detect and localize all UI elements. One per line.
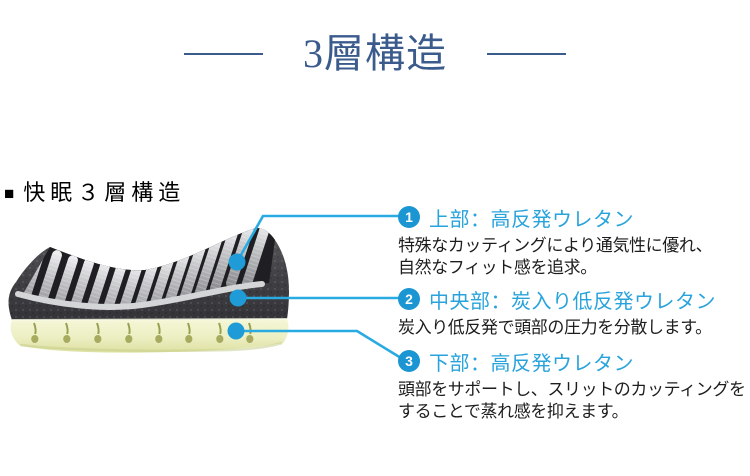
connector-line-3 bbox=[236, 329, 402, 360]
connector-lines bbox=[235, 214, 402, 360]
annotation-description-top: 特殊なカッティングにより通気性に優れ、 自然なフィット感を追求。 bbox=[398, 236, 713, 277]
foam-ridge bbox=[130, 260, 158, 306]
foam-slit bbox=[187, 322, 191, 335]
title-rule-right bbox=[487, 53, 566, 55]
foam-ridge bbox=[66, 258, 94, 306]
foam-slit bbox=[33, 322, 37, 335]
foam-slit-hole bbox=[63, 335, 71, 343]
foam-slit-hole bbox=[31, 335, 39, 343]
foam-slit-hole bbox=[185, 335, 193, 343]
annotation-head: 3 下部：高反発ウレタン bbox=[398, 348, 750, 375]
foam-ridge bbox=[98, 263, 126, 306]
foam-ridge bbox=[210, 228, 238, 294]
annotation-description-bottom: 頭部をサポートし、スリットのカッティングを することで蒸れ感を抑えます。 bbox=[398, 380, 746, 421]
layer-dot-3 bbox=[227, 322, 245, 340]
foam-slit-hole bbox=[125, 335, 133, 343]
layer-dots bbox=[227, 253, 247, 340]
layer-dot-2 bbox=[229, 289, 247, 307]
annotation-title-middle: 中央部：炭入り低反発ウレタン bbox=[429, 290, 716, 313]
page-title: 3層構造 bbox=[303, 31, 447, 76]
annotation-head: 1 上部：高反発ウレタン bbox=[398, 204, 750, 231]
foam-slit bbox=[127, 322, 131, 335]
layer-dot-1 bbox=[228, 253, 246, 271]
annotation-top-layer: 1 上部：高反発ウレタン 特殊なカッティングにより通気性に優れ、 自然なフィット… bbox=[398, 204, 750, 279]
foam-slit-hole bbox=[216, 335, 224, 343]
annotation-middle-layer: 2 中央部：炭入り低反発ウレタン 炭入り低反発で頭部の圧力を分散します。 bbox=[398, 286, 750, 339]
foam-ridge bbox=[82, 261, 110, 306]
foam-ridge bbox=[178, 242, 206, 306]
step-2-badge: 2 bbox=[398, 288, 420, 310]
foam-ridge bbox=[114, 263, 142, 306]
foam-slit bbox=[65, 322, 69, 335]
annotation-bottom-layer: 3 下部：高反発ウレタン 頭部をサポートし、スリットのカッティングを することで… bbox=[398, 348, 750, 423]
layer-divider-stripe bbox=[15, 281, 265, 310]
annotation-title-bottom: 下部：高反発ウレタン bbox=[429, 352, 634, 375]
foam-slit bbox=[96, 322, 100, 335]
square-bullet-icon: ■ bbox=[4, 183, 15, 203]
foam-ridge bbox=[194, 235, 222, 301]
annotation-title-top: 上部：高反発ウレタン bbox=[429, 208, 634, 231]
foam-slit bbox=[218, 322, 222, 335]
annotation-description-middle: 炭入り低反発で頭部の圧力を分散します。 bbox=[398, 318, 712, 337]
foam-slit bbox=[248, 322, 252, 335]
step-3-badge: 3 bbox=[398, 350, 420, 372]
section-caption: ■ 快眠３層構造 bbox=[4, 181, 185, 205]
pillow-bottom-layer bbox=[10, 318, 289, 353]
foam-slit-hole bbox=[246, 335, 254, 343]
foam-slit-hole bbox=[94, 335, 102, 343]
section-caption-text: 快眠３層構造 bbox=[23, 180, 186, 205]
connector-line-1 bbox=[235, 214, 400, 263]
title-rule-left bbox=[184, 53, 263, 55]
title-row: 3層構造 bbox=[0, 28, 750, 80]
step-1-badge: 1 bbox=[398, 206, 420, 228]
foam-ridge bbox=[242, 228, 270, 289]
annotation-head: 2 中央部：炭入り低反発ウレタン bbox=[398, 286, 750, 313]
foam-slit-hole bbox=[155, 335, 163, 343]
foam-slit bbox=[157, 322, 161, 335]
